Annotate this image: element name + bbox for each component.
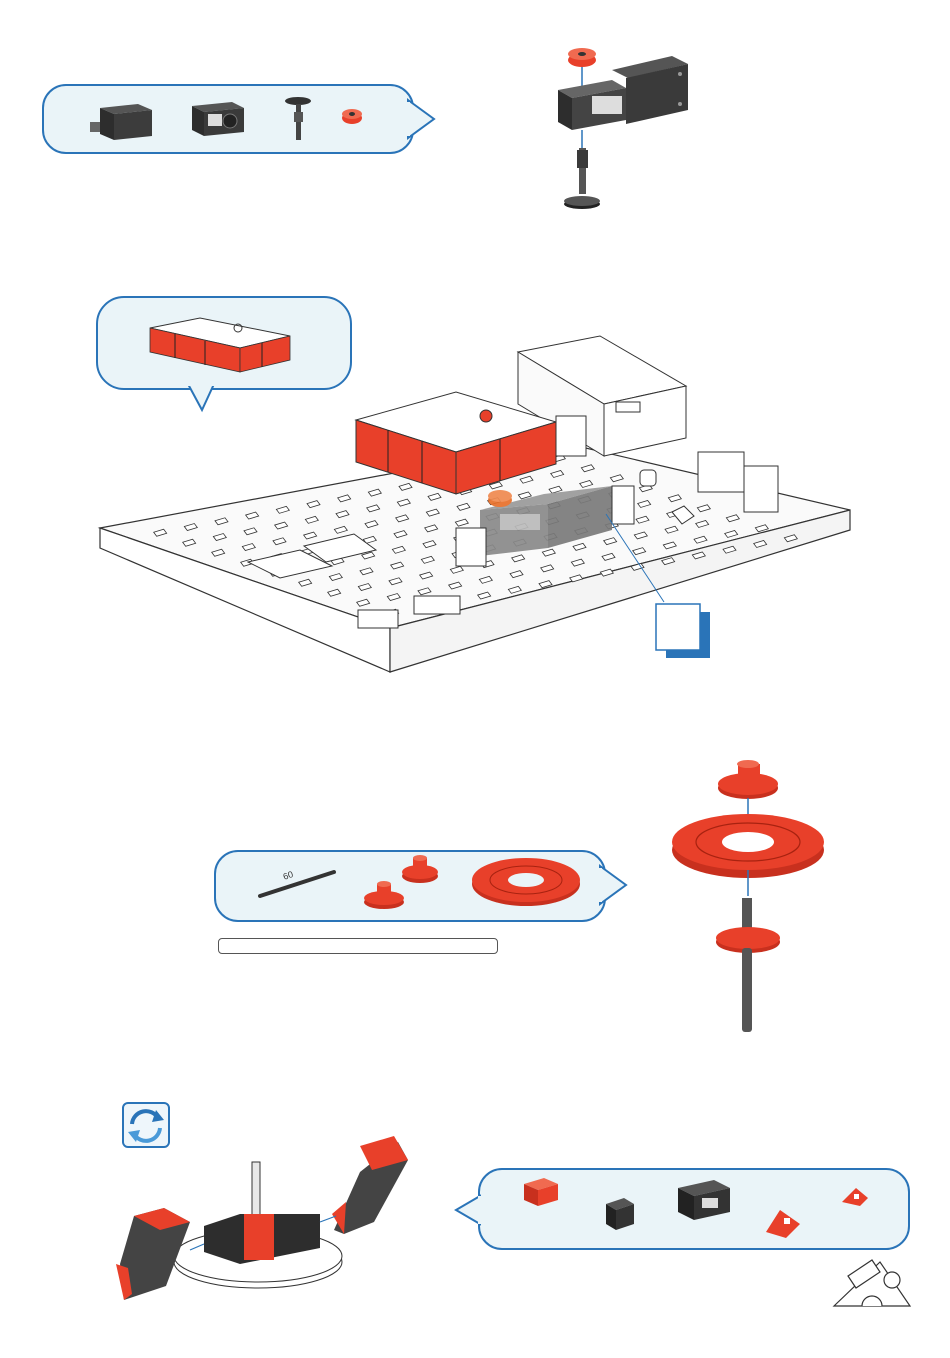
- red-wedge-icon: [766, 1210, 800, 1238]
- red-block-icon: [524, 1178, 558, 1206]
- red-wedge-icon: [842, 1188, 868, 1206]
- puzzle-icon: [834, 1260, 910, 1306]
- angle-block-icon: [678, 1180, 730, 1220]
- step4-assembly: [116, 1136, 408, 1300]
- building-block-icon: [606, 1198, 634, 1230]
- rotate-arrows-icon: [128, 1110, 164, 1142]
